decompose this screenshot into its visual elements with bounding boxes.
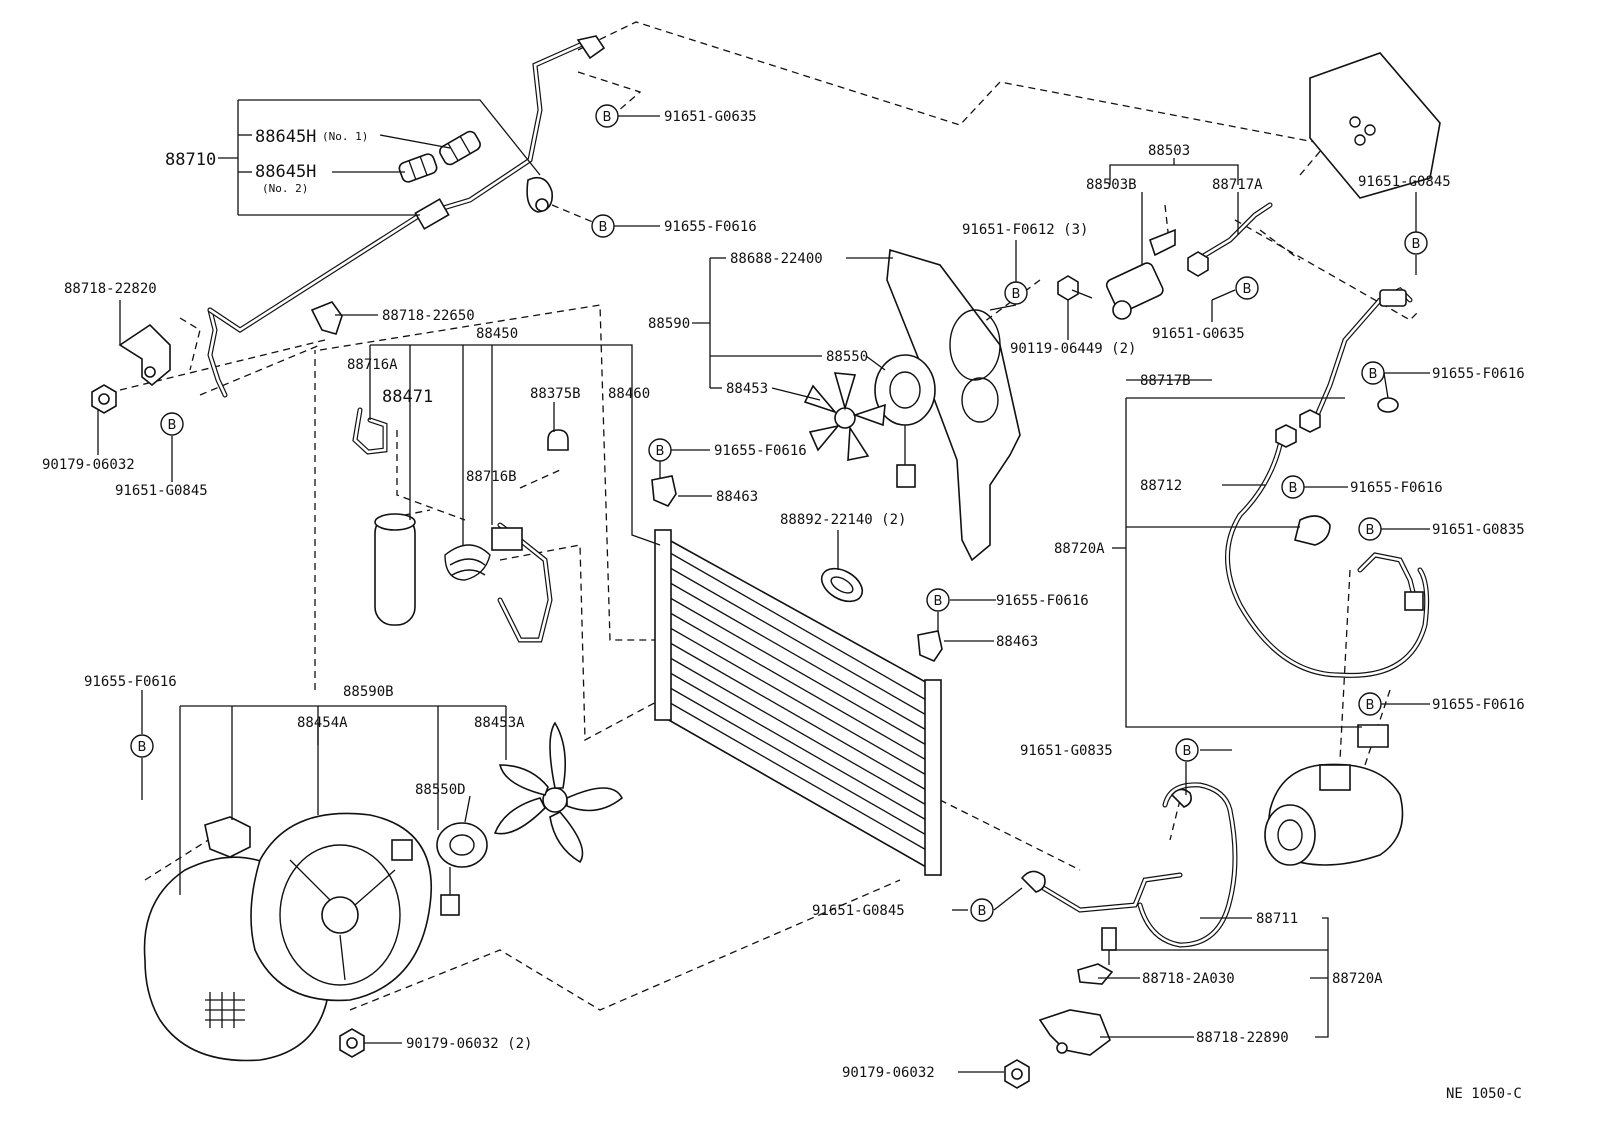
- label-88453: 88453: [726, 381, 768, 397]
- svg-text:B: B: [1366, 698, 1375, 713]
- label-88453a: 88453A: [474, 715, 525, 731]
- label-91651-f0612: 91651-F0612 (3): [962, 222, 1088, 238]
- label-91651-g0635-right: 91651-G0635: [1152, 326, 1245, 342]
- label-88645h-no2-note: (No. 2): [262, 182, 308, 195]
- svg-text:B: B: [603, 110, 612, 125]
- label-88471: 88471: [382, 387, 433, 407]
- label-91651-g0835-r: 91651-G0835: [1432, 522, 1525, 538]
- svg-text:B: B: [978, 904, 987, 919]
- label-91651-g0835-mid: 91651-G0835: [1020, 743, 1113, 759]
- circled-b-icon: B: [1175, 738, 1199, 762]
- label-88718-22820: 88718-22820: [64, 281, 157, 297]
- label-91655-f0616-right-cond: 91655-F0616: [996, 593, 1089, 609]
- svg-text:B: B: [1412, 237, 1421, 252]
- circled-b-icon: B: [648, 438, 672, 462]
- circled-b-icon: B: [591, 214, 615, 238]
- figure-code: NE 1050-C: [1446, 1086, 1522, 1102]
- label-88375b: 88375B: [530, 386, 581, 402]
- svg-text:B: B: [656, 444, 665, 459]
- label-88590b: 88590B: [343, 684, 394, 700]
- leader-lines: [97, 99, 1430, 1073]
- label-88550d: 88550D: [415, 782, 466, 798]
- label-88717b: 88717B: [1140, 373, 1191, 389]
- label-88720a-right: 88720A: [1054, 541, 1105, 557]
- svg-text:B: B: [1012, 287, 1021, 302]
- label-88720a-bottom: 88720A: [1332, 971, 1383, 987]
- circled-b-icon: B: [1281, 475, 1305, 499]
- label-91655-f0616-r3: 91655-F0616: [1432, 697, 1525, 713]
- svg-text:B: B: [138, 740, 147, 755]
- label-88716a: 88716A: [347, 357, 398, 373]
- label-88463-mid: 88463: [716, 489, 758, 505]
- circled-b-icon: B: [1004, 281, 1028, 305]
- label-91651-g0845-left: 91651-G0845: [115, 483, 208, 499]
- circled-b-icon: B: [926, 588, 950, 612]
- label-88645h-no2: 88645H: [255, 162, 316, 182]
- svg-text:B: B: [168, 418, 177, 433]
- part-illustrations: [91, 35, 1441, 1089]
- label-88550: 88550: [826, 349, 868, 365]
- label-90119-06449: 90119-06449 (2): [1010, 341, 1136, 357]
- label-88716b: 88716B: [466, 469, 517, 485]
- label-88450: 88450: [476, 326, 518, 342]
- label-90179-06032-2: 90179-06032 (2): [406, 1036, 532, 1052]
- label-88454a: 88454A: [297, 715, 348, 731]
- svg-text:B: B: [1369, 367, 1378, 382]
- label-91655-f0616-left: 91655-F0616: [84, 674, 177, 690]
- bolt-markers: B B B B B B B B B B B B B B B: [130, 104, 1428, 922]
- label-91655-f0616-r1: 91655-F0616: [1432, 366, 1525, 382]
- circled-b-icon: B: [1235, 276, 1259, 300]
- label-88892-22140: 88892-22140 (2): [780, 512, 906, 528]
- label-88717a: 88717A: [1212, 177, 1263, 193]
- label-91655-f0616-top: 91655-F0616: [664, 219, 757, 235]
- label-90179-06032-bottom: 90179-06032: [842, 1065, 935, 1081]
- label-88688-22400: 88688-22400: [730, 251, 823, 267]
- label-90179-06032-left: 90179-06032: [42, 457, 135, 473]
- label-91655-f0616-r2: 91655-F0616: [1350, 480, 1443, 496]
- label-91651-g0845-bottom: 91651-G0845: [812, 903, 905, 919]
- svg-text:B: B: [1183, 744, 1192, 759]
- circled-b-icon: B: [1358, 692, 1382, 716]
- label-91651-g0845-right: 91651-G0845: [1358, 174, 1451, 190]
- svg-text:B: B: [1243, 282, 1252, 297]
- label-88503: 88503: [1148, 143, 1190, 159]
- condenser-fins: [664, 549, 936, 856]
- label-88463-right: 88463: [996, 634, 1038, 650]
- label-88460: 88460: [608, 386, 650, 402]
- label-88503b: 88503B: [1086, 177, 1137, 193]
- label-91651-g0635-top: 91651-G0635: [664, 109, 757, 125]
- label-88711: 88711: [1256, 911, 1298, 927]
- circled-b-icon: B: [130, 734, 154, 758]
- label-88645h-no1-note: (No. 1): [322, 130, 368, 143]
- label-88710: 88710: [165, 150, 216, 170]
- circled-b-icon: B: [1358, 517, 1382, 541]
- label-88712: 88712: [1140, 478, 1182, 494]
- circled-b-icon: B: [970, 898, 994, 922]
- label-91655-f0616-mid: 91655-F0616: [714, 443, 807, 459]
- label-88590: 88590: [648, 316, 690, 332]
- part-labels: 88710 88645H (No. 1) 88645H (No. 2) 9165…: [42, 109, 1525, 1102]
- fan-guard-grid: [205, 992, 245, 1028]
- circled-b-icon: B: [595, 104, 619, 128]
- circled-b-icon: B: [1404, 231, 1428, 255]
- circled-b-icon: B: [160, 412, 184, 436]
- label-88718-2a030: 88718-2A030: [1142, 971, 1235, 987]
- svg-text:B: B: [599, 220, 608, 235]
- svg-text:B: B: [1289, 481, 1298, 496]
- label-88645h-no1: 88645H: [255, 127, 316, 147]
- circled-b-icon: B: [1361, 361, 1385, 385]
- svg-text:B: B: [934, 594, 943, 609]
- label-88718-22650: 88718-22650: [382, 308, 475, 324]
- svg-text:B: B: [1366, 523, 1375, 538]
- label-88718-22890: 88718-22890: [1196, 1030, 1289, 1046]
